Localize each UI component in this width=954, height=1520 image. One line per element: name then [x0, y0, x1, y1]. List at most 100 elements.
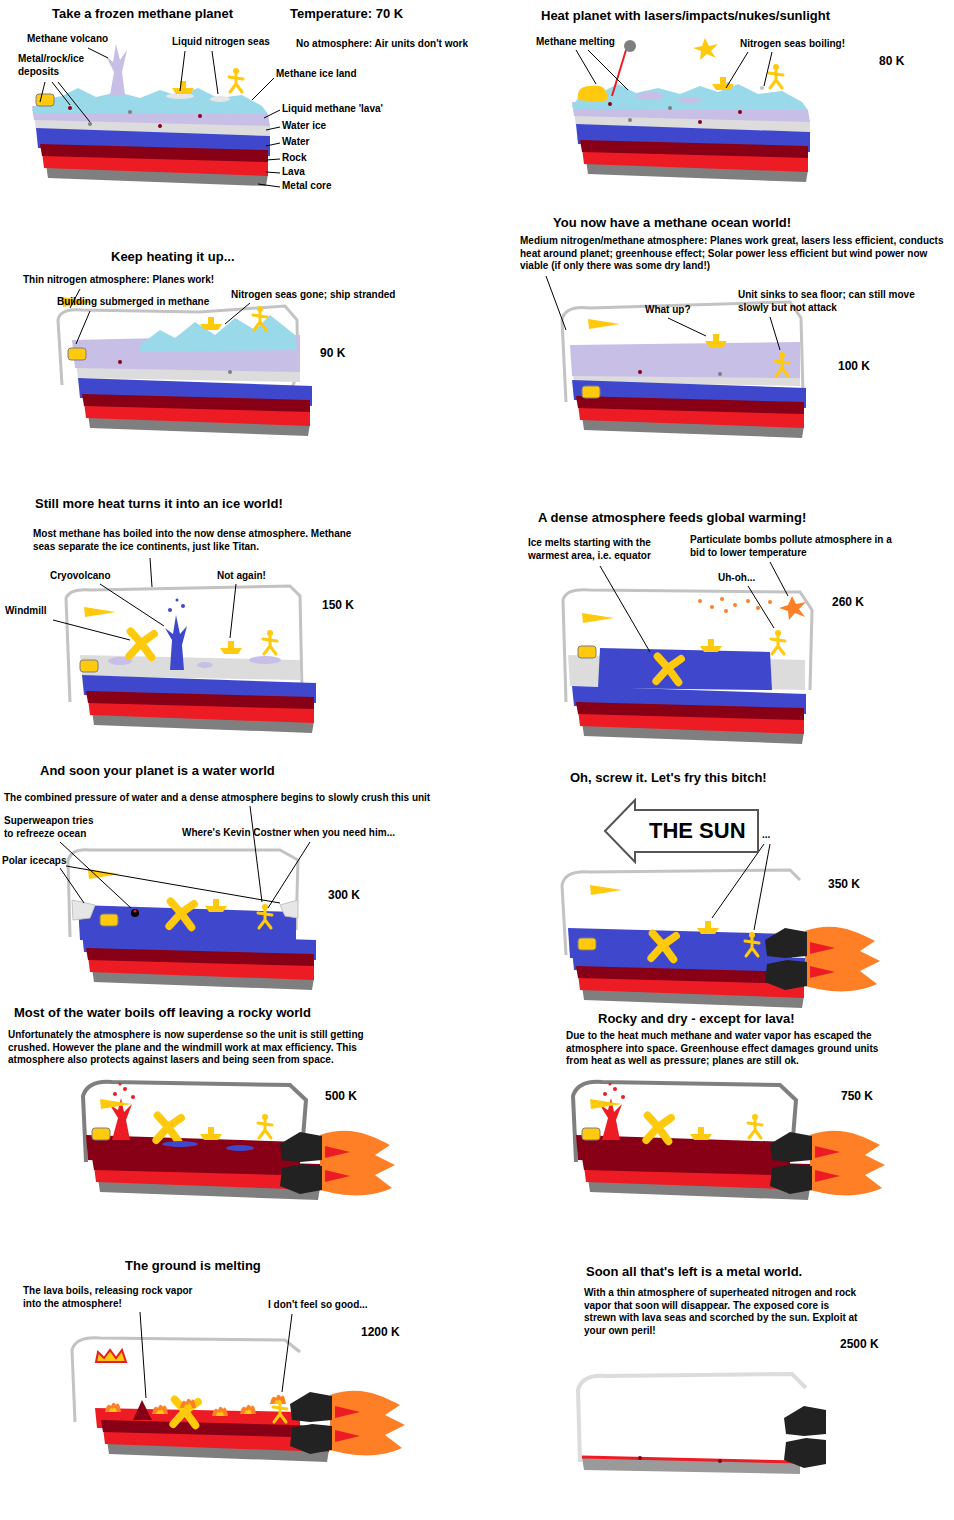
panel-80k: [760, 86, 764, 90]
annotation: Water ice: [282, 120, 326, 133]
panel-80k: [712, 77, 734, 90]
panel-260k: [724, 609, 728, 613]
panel-1200k: [72, 1312, 405, 1462]
panel-350k: [697, 921, 719, 934]
panel-heading: Still more heat turns it into an ice wor…: [35, 496, 283, 512]
panel-80k: [624, 40, 636, 52]
panel-1200k: [173, 1399, 198, 1425]
panel-80k: [576, 50, 772, 90]
panel-1200k: [212, 1407, 228, 1416]
panel-heading: And soon your planet is a water world: [40, 763, 275, 779]
panel-70k: [172, 81, 194, 94]
annotation: Polar icecaps: [2, 855, 66, 868]
panel-100k: [546, 276, 780, 350]
panel-2500k: [718, 1459, 722, 1463]
panel-70k: [210, 96, 230, 102]
panel-2500k: [582, 1457, 800, 1462]
annotation: Windmill: [5, 605, 47, 618]
arrow-label: THE SUN: [649, 818, 746, 844]
panel-heading: Most of the water boils off leaving a ro…: [14, 1005, 311, 1021]
panel-260k: [710, 605, 714, 609]
panel-1200k: [180, 1399, 196, 1408]
annotation: Thin nitrogen atmosphere: Planes work!: [23, 274, 214, 287]
annotation: Cryovolcano: [50, 570, 111, 583]
annotation: Particulate bombs pollute atmosphere in …: [690, 534, 895, 559]
temperature-label: 750 K: [841, 1089, 873, 1104]
annotation: Uh-oh...: [718, 572, 755, 585]
annotation: Building submerged in methane: [57, 296, 209, 309]
panel-150k: [197, 662, 213, 668]
panel-260k: [656, 656, 681, 682]
panel-300k: [60, 806, 310, 908]
panel-heading: Keep heating it up...: [111, 249, 235, 265]
panel-80k: [612, 50, 626, 96]
annotation: Where's Kevin Costner when you need him.…: [182, 827, 395, 840]
annotation: I don't feel so good...: [268, 1299, 368, 1312]
panel-260k: [598, 648, 772, 690]
panel-100k: [546, 276, 806, 438]
panel-150k: [168, 608, 172, 612]
panel-heading: The ground is melting: [125, 1258, 261, 1274]
panel-150k: [263, 630, 277, 654]
annotation: Nitrogen seas boiling!: [740, 38, 845, 51]
panel-90k: [253, 306, 267, 330]
panel-70k: [106, 44, 127, 95]
panel-350k: [578, 938, 596, 950]
panel-300k: [86, 948, 314, 990]
panel-260k: [600, 562, 788, 652]
panel-350k: [712, 844, 770, 930]
panel-2500k: [578, 1374, 826, 1474]
panel-heading: Heat planet with lasers/impacts/nukes/su…: [541, 8, 830, 24]
panel-150k: [86, 691, 314, 733]
panel-150k: [176, 599, 179, 602]
temperature-label: 260 K: [832, 595, 864, 610]
annotation: The combined pressure of water and a den…: [4, 792, 430, 805]
panel-100k: [638, 370, 642, 374]
annotation: Methane melting: [536, 36, 615, 49]
panel-1200k: [133, 1400, 152, 1420]
annotation: Nitrogen seas gone; ship stranded: [231, 289, 395, 302]
annotation: No atmosphere: Air units don't work: [296, 38, 468, 51]
annotation: Most methane has boiled into the now den…: [33, 528, 368, 553]
panel-260k: [771, 630, 785, 654]
panel-260k: [582, 613, 614, 623]
temperature-label: 300 K: [328, 888, 360, 903]
temperature-label: 500 K: [325, 1089, 357, 1104]
annotation: Liquid methane 'lava': [282, 103, 383, 116]
annotation: With a thin atmosphere of superheated ni…: [584, 1287, 859, 1337]
panel-1200k: [152, 1405, 168, 1414]
panel-260k: [779, 596, 806, 620]
panel-70k: [229, 68, 243, 92]
panel-350k: [651, 933, 676, 959]
panel-750k: [573, 1082, 885, 1200]
panel-100k: [718, 372, 722, 376]
panel-heading: You now have a methane ocean world!: [553, 215, 791, 231]
panel-260k: [700, 639, 722, 652]
panel-260k: [563, 562, 812, 744]
annotation: Unfortunately the atmosphere is now supe…: [8, 1029, 398, 1067]
panel-heading: Temperature: 70 K: [290, 6, 403, 22]
annotation: ...: [762, 829, 770, 842]
panel-100k: [588, 319, 620, 329]
panel-350k: [590, 885, 622, 895]
panel-100k: [582, 386, 600, 398]
annotation: Lava: [282, 166, 305, 179]
annotation: Superweapon tries to refreeze ocean: [4, 815, 99, 840]
annotation: Unit sinks to sea floor; can still move …: [738, 289, 943, 314]
panel-heading: Soon all that's left is a metal world.: [586, 1264, 802, 1280]
panel-350k: [765, 927, 880, 992]
panel-90k: [118, 360, 122, 364]
panel-80k: [693, 38, 718, 60]
panel-150k: [165, 615, 187, 670]
panel-260k: [746, 599, 750, 603]
panel-70k: [32, 44, 280, 187]
annotation: Water: [282, 136, 309, 149]
panel-150k: [181, 604, 185, 608]
panel-80k: [678, 97, 702, 103]
panel-100k: [576, 396, 804, 438]
annotation: Medium nitrogen/methane atmosphere: Plan…: [520, 235, 948, 273]
panel-150k: [84, 607, 116, 617]
panel-150k: [220, 641, 242, 654]
panel-90k: [82, 394, 310, 436]
panel-300k: [100, 914, 118, 926]
